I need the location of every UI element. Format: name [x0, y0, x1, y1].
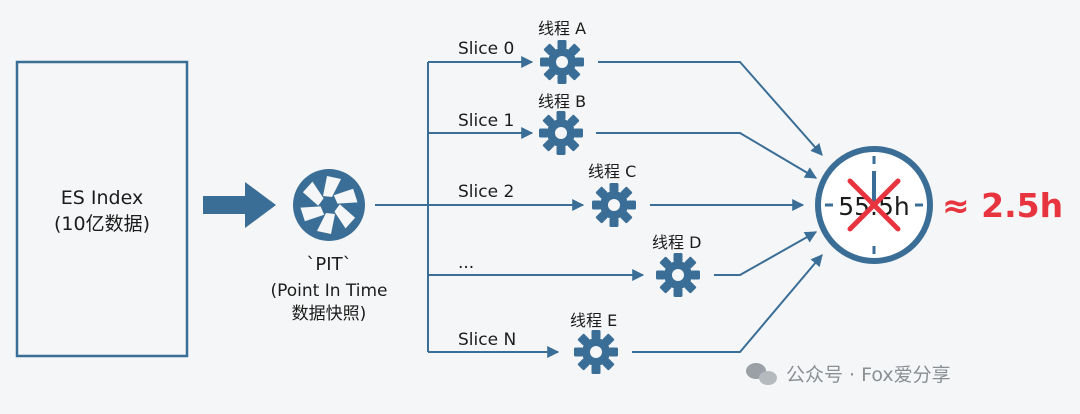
slice-label: Slice 0	[458, 39, 514, 59]
slice-label: Slice N	[458, 330, 516, 350]
slice-label: Slice 1	[458, 111, 514, 131]
slice-label: Slice 2	[458, 182, 514, 202]
thread-label: 线程 A	[538, 19, 586, 38]
gear-icon	[592, 183, 636, 227]
aperture-icon	[293, 169, 365, 241]
es-index-node: ES Index (10亿数据)	[15, 60, 189, 358]
block-arrow	[203, 182, 276, 228]
thread-label: 线程 B	[538, 92, 586, 111]
slice-row-3: ... 线程 D	[428, 231, 818, 297]
wechat-icon	[746, 363, 777, 385]
slice-row-1: Slice 1 线程 B	[428, 92, 818, 179]
pit-desc-1: (Point In Time	[270, 281, 387, 301]
slice-row-4: Slice N 线程 E	[428, 254, 823, 374]
watermark-text: 公众号 · Fox爱分享	[786, 364, 951, 386]
es-index-subtitle: (10亿数据)	[54, 213, 150, 235]
slice-row-0: Slice 0 线程 A	[428, 19, 823, 156]
result-duration: ≈ 2.5h	[942, 186, 1063, 225]
slice-label: ...	[458, 253, 474, 273]
thread-label: 线程 D	[652, 233, 701, 252]
gear-icon	[539, 111, 583, 155]
pit-desc-2: 数据快照)	[292, 304, 367, 324]
pit-label: `PIT`	[306, 254, 351, 275]
es-index-title: ES Index	[61, 187, 143, 209]
cross-icon	[847, 178, 901, 232]
thread-label: 线程 C	[588, 162, 636, 181]
slice-row-2: Slice 2 线程 C	[428, 162, 805, 227]
trunk-lines	[375, 62, 429, 352]
gear-icon	[656, 253, 700, 297]
gear-icon	[540, 40, 584, 84]
gear-icon	[574, 330, 618, 374]
thread-label: 线程 E	[570, 311, 617, 330]
